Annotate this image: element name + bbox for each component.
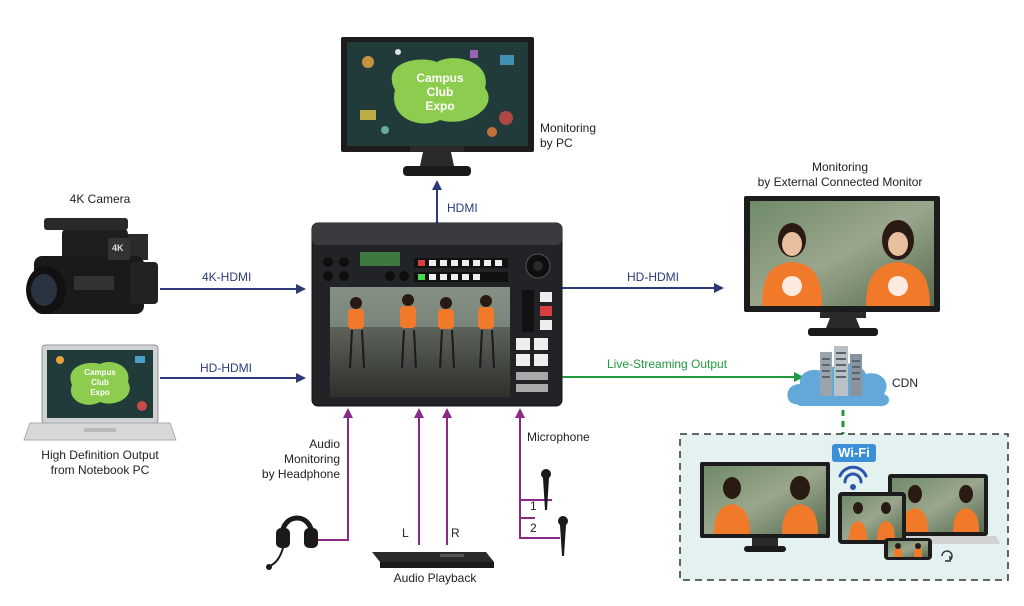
camera-connection-label: 4K-HDMI: [202, 270, 252, 284]
audio-left-label: L: [402, 526, 409, 540]
cdn-cloud: [787, 346, 890, 407]
expo-line2: Club: [91, 378, 109, 387]
microphone-label: Microphone: [527, 430, 590, 444]
svg-text:4K: 4K: [112, 243, 124, 253]
audio-right-label: R: [451, 526, 460, 540]
mic2-link: [519, 500, 560, 539]
ext-monitor-label: Monitoring by External Connected Monitor: [740, 160, 940, 190]
audio-monitor-label-line1: Audio: [309, 437, 340, 451]
video-switcher: [311, 222, 563, 407]
notebook-pc: [23, 344, 177, 441]
connection-lines: [160, 180, 845, 545]
mic2-label: 2: [530, 521, 537, 535]
audio-monitor-label-line2: Monitoring: [283, 452, 340, 466]
notebook-expo-text: Campus Club Expo: [79, 368, 121, 398]
expo-line3: Expo: [425, 99, 455, 113]
microphones: [541, 469, 568, 556]
pc-monitor: [341, 37, 534, 176]
streaming-connection-label: Live-Streaming Output: [607, 357, 728, 371]
ext-monitor-label-line2: by External Connected Monitor: [757, 175, 923, 189]
wifi-badge: Wi-Fi: [832, 444, 876, 462]
headphone: [266, 515, 318, 570]
cdn-label: CDN: [892, 376, 918, 390]
mic1-label: 1: [530, 499, 537, 513]
notebook-connection-label: HD-HDMI: [200, 361, 252, 375]
microphone-2: [558, 516, 568, 556]
microphone-1: [541, 469, 551, 510]
audio-playback-device: [372, 552, 494, 568]
expo-line3: Expo: [90, 388, 110, 397]
notebook-label: High Definition Output from Notebook PC: [10, 448, 190, 478]
pc-monitor-label-line2: by PC: [540, 136, 573, 150]
expo-line1: Campus: [84, 368, 116, 377]
notebook-label-line2: from Notebook PC: [50, 463, 150, 477]
headphone-link: [318, 408, 353, 541]
notebook-label-line1: High Definition Output: [41, 448, 159, 462]
ext-monitor-connection-label: HD-HDMI: [627, 270, 679, 284]
pc-monitor-expo-text: Campus Club Expo: [410, 71, 470, 113]
camera-4k: 4K: [26, 218, 158, 314]
expo-line1: Campus: [416, 71, 464, 85]
pc-monitor-label-line1: Monitoring: [540, 121, 597, 135]
pc-monitor-connection-label: HDMI: [447, 201, 478, 215]
audio-monitor-label: Audio Monitoring by Headphone: [240, 437, 340, 482]
rotate-icon: [941, 550, 953, 562]
external-monitor: [744, 196, 940, 336]
pc-monitor-label: Monitoring by PC: [540, 121, 620, 151]
ext-monitor-label-line1: Monitoring: [811, 160, 869, 174]
audio-playback-label: Audio Playback: [393, 571, 477, 585]
expo-line2: Club: [426, 85, 454, 99]
camera-label: 4K Camera: [69, 192, 131, 206]
audio-monitor-label-line3: by Headphone: [261, 467, 340, 481]
wifi-icon: [838, 465, 868, 490]
